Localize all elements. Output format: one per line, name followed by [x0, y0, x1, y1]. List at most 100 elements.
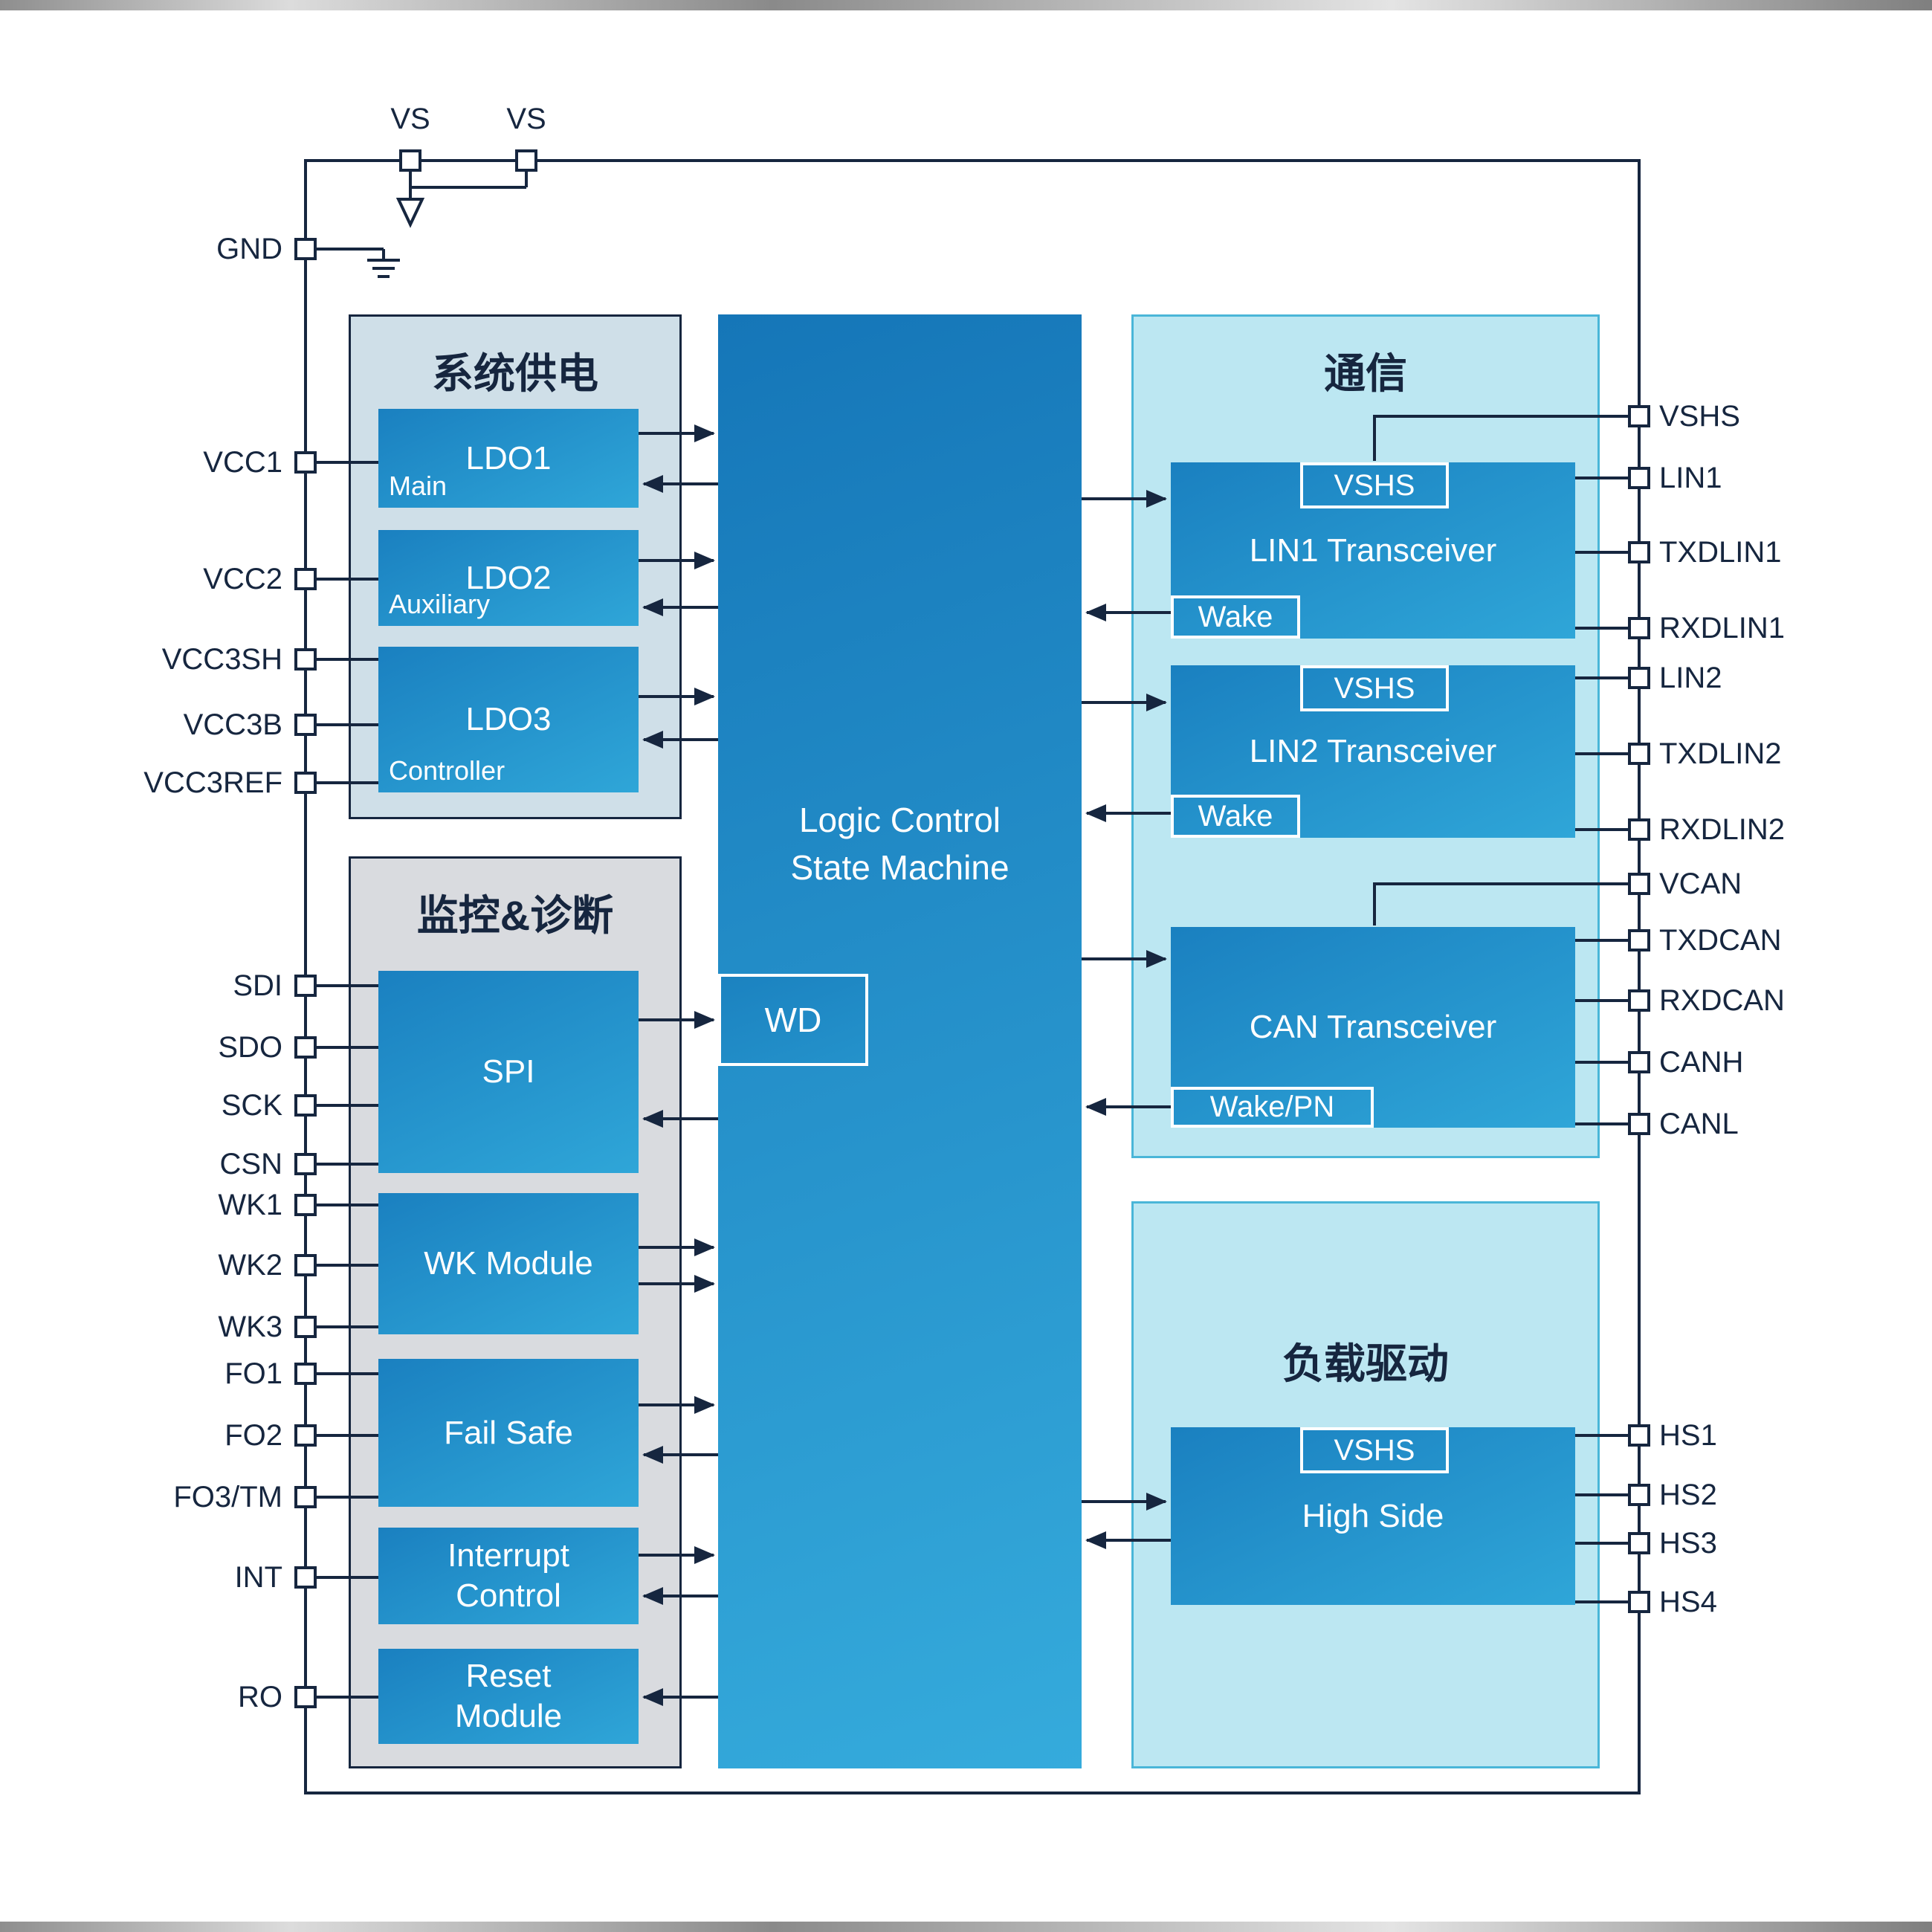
pin-TXDCAN — [1628, 929, 1650, 952]
pin-HS2 — [1628, 1484, 1650, 1506]
can-wake-pn-tag: Wake/PN — [1171, 1087, 1374, 1128]
pin-label-CANL: CANL — [1659, 1108, 1739, 1140]
pin-label-VCC1: VCC1 — [203, 446, 282, 479]
pin-label-LIN2: LIN2 — [1659, 662, 1722, 694]
pin-label-INT: INT — [234, 1561, 282, 1594]
pin-VCC1 — [294, 451, 317, 474]
metallic-strip-top — [0, 0, 1932, 10]
logic-label-line2: State Machine — [790, 848, 1009, 887]
block-ldo1-label: LDO1 — [465, 439, 552, 476]
pin-label-WK2: WK2 — [218, 1249, 282, 1282]
block-high-side-label: High Side — [1302, 1497, 1444, 1534]
pin-INT — [294, 1566, 317, 1589]
block-ldo2-sublabel: Auxiliary — [389, 589, 491, 619]
pin-label-SDI: SDI — [233, 969, 282, 1002]
pin-WK1 — [294, 1194, 317, 1216]
block-spi-label: SPI — [482, 1053, 535, 1090]
pin-label-HS4: HS4 — [1659, 1586, 1717, 1618]
pin-SDI — [294, 975, 317, 997]
pin-label-VCC3REF: VCC3REF — [143, 766, 282, 799]
pin-label-RXDCAN: RXDCAN — [1659, 984, 1785, 1017]
pin-VS — [515, 149, 537, 172]
pin-WK3 — [294, 1316, 317, 1338]
block-lin1-transceiver-label: LIN1 Transceiver — [1249, 532, 1497, 569]
pin-RO — [294, 1686, 317, 1708]
section-title-system-power: 系统供电 — [432, 350, 598, 397]
pin-label-FO3/TM: FO3/TM — [173, 1481, 282, 1513]
block-lin2-transceiver-label: LIN2 Transceiver — [1249, 733, 1497, 769]
section-title-monitor-diagnostics: 监控&诊断 — [416, 892, 614, 939]
block-lin2-transceiver: VSHS LIN2 Transceiver Wake — [1171, 665, 1575, 838]
pin-FO1 — [294, 1363, 317, 1385]
pin-RXDCAN — [1628, 989, 1650, 1012]
pin-RXDLIN1 — [1628, 617, 1650, 639]
block-watchdog: WD — [718, 974, 868, 1066]
pin-label-VCC2: VCC2 — [203, 563, 282, 595]
lin1-vshs-tag: VSHS — [1300, 462, 1449, 508]
block-reset-module: Reset Module — [378, 1649, 639, 1744]
pin-label-FO1: FO1 — [224, 1357, 282, 1390]
block-ldo3-label: LDO3 — [465, 701, 552, 737]
pin-label-VS: VS — [506, 103, 546, 135]
pin-label-SDO: SDO — [218, 1031, 282, 1064]
pin-label-WK1: WK1 — [218, 1189, 282, 1221]
block-wk-module-label: WK Module — [424, 1245, 593, 1282]
high-side-vshs-tag: VSHS — [1300, 1427, 1449, 1473]
block-ldo2: LDO2 Auxiliary — [378, 530, 639, 626]
pin-TXDLIN2 — [1628, 743, 1650, 765]
block-high-side: VSHS High Side — [1171, 1427, 1575, 1605]
section-title-communication: 通信 — [1324, 350, 1407, 397]
metallic-strip-bottom — [0, 1922, 1932, 1932]
pin-label-TXDCAN: TXDCAN — [1659, 924, 1782, 957]
block-interrupt-control-label: Interrupt Control — [448, 1537, 569, 1614]
pin-GND — [294, 238, 317, 260]
block-lin1-transceiver: VSHS LIN1 Transceiver Wake — [1171, 462, 1575, 639]
block-ldo1-sublabel: Main — [389, 471, 448, 501]
pin-SCK — [294, 1094, 317, 1117]
pin-label-HS2: HS2 — [1659, 1479, 1717, 1511]
pin-SDO — [294, 1036, 317, 1059]
lin2-wake-tag: Wake — [1171, 795, 1300, 838]
block-can-transceiver-label: CAN Transceiver — [1249, 1009, 1497, 1045]
block-spi: SPI — [378, 971, 639, 1173]
block-fail-safe-label: Fail Safe — [444, 1414, 573, 1451]
pin-label-VCC3B: VCC3B — [183, 708, 282, 741]
block-fail-safe: Fail Safe — [378, 1359, 639, 1507]
pin-label-VCAN: VCAN — [1659, 868, 1742, 900]
pin-VS — [399, 149, 421, 172]
pin-label-FO2: FO2 — [224, 1419, 282, 1452]
pin-label-GND: GND — [216, 233, 282, 265]
pin-WK2 — [294, 1254, 317, 1276]
pin-TXDLIN1 — [1628, 541, 1650, 563]
pin-VCC3SH — [294, 648, 317, 671]
pin-HS1 — [1628, 1424, 1650, 1447]
lin1-wake-tag: Wake — [1171, 595, 1300, 639]
pin-HS3 — [1628, 1532, 1650, 1554]
pin-VSHS — [1628, 405, 1650, 427]
pin-HS4 — [1628, 1591, 1650, 1613]
block-wk-module: WK Module — [378, 1193, 639, 1334]
pin-label-HS3: HS3 — [1659, 1527, 1717, 1560]
logic-label-line1: Logic Control — [798, 801, 1001, 839]
pin-VCC2 — [294, 568, 317, 590]
block-ldo3: LDO3 Controller — [378, 647, 639, 792]
pin-label-VSHS: VSHS — [1659, 400, 1740, 433]
block-ldo2-label: LDO2 — [465, 559, 552, 596]
pin-LIN1 — [1628, 467, 1650, 489]
pin-VCC3REF — [294, 772, 317, 794]
pin-CANL — [1628, 1113, 1650, 1135]
pin-label-VCC3SH: VCC3SH — [161, 643, 282, 676]
pin-label-CSN: CSN — [219, 1148, 282, 1180]
block-ldo3-sublabel: Controller — [389, 755, 505, 786]
pin-label-RO: RO — [238, 1681, 282, 1713]
pin-FO3/TM — [294, 1486, 317, 1508]
block-ldo1: LDO1 Main — [378, 409, 639, 508]
pin-VCC3B — [294, 714, 317, 736]
pin-label-TXDLIN1: TXDLIN1 — [1659, 536, 1782, 569]
lin2-vshs-tag: VSHS — [1300, 665, 1449, 711]
pin-label-WK3: WK3 — [218, 1311, 282, 1343]
pin-label-TXDLIN2: TXDLIN2 — [1659, 737, 1782, 770]
block-can-transceiver: CAN Transceiver Wake/PN — [1171, 927, 1575, 1128]
pin-label-LIN1: LIN1 — [1659, 462, 1722, 494]
pin-LIN2 — [1628, 667, 1650, 689]
